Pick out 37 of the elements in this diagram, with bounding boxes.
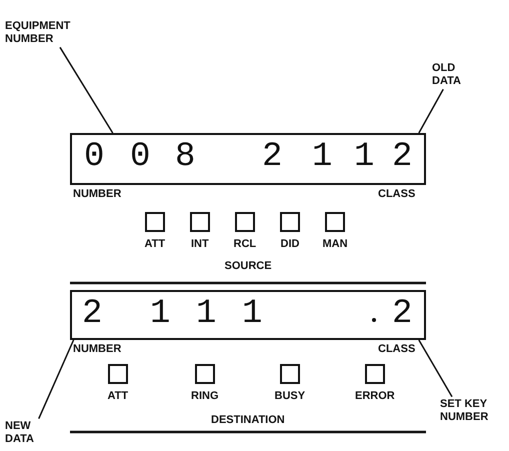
lamp-label: ERROR (355, 390, 395, 403)
leader-line (38, 340, 74, 419)
field-label: CLASS (378, 343, 416, 356)
section-label: DESTINATION (211, 414, 285, 427)
leader-line (418, 340, 453, 398)
lamp-label: ATT (108, 390, 128, 403)
leader-line (59, 46, 114, 134)
display-digit: 2 (262, 137, 282, 177)
display-digit: 1 (150, 294, 170, 334)
callout-text: EQUIPMENT NUMBER (5, 20, 115, 46)
display-digit: 2 (392, 294, 412, 334)
lamp-label: RING (191, 390, 218, 403)
display-digit: 2 (82, 294, 102, 334)
lamp-label: BUSY (274, 390, 306, 403)
callout-text: NEW DATA (5, 420, 50, 446)
display-digit: 2 (392, 137, 412, 177)
led-display (70, 290, 426, 340)
lamp-label: ATT (144, 238, 166, 251)
lamp-label: INT (191, 238, 209, 251)
display-digit: 1 (242, 294, 262, 334)
lamp-label: DID (280, 238, 300, 251)
display-digit: 1 (312, 137, 332, 177)
display-digit: 8 (175, 137, 196, 177)
display-digit: 0 (84, 137, 104, 177)
display-digit: 1 (196, 294, 216, 334)
field-label: NUMBER (73, 188, 122, 201)
lamp-label: RCL (234, 238, 256, 251)
led-display (70, 133, 426, 185)
display-digit: 0 (130, 137, 150, 177)
leader-line (418, 88, 444, 134)
field-label: NUMBER (73, 343, 122, 356)
callout-text: SET KEY NUMBER (440, 398, 500, 424)
display-digit: 1 (354, 137, 374, 177)
field-label: CLASS (378, 188, 416, 201)
callout-text: OLD DATA (432, 62, 477, 88)
lamp-label: MAN (322, 238, 348, 251)
section-label: SOURCE (224, 260, 272, 273)
